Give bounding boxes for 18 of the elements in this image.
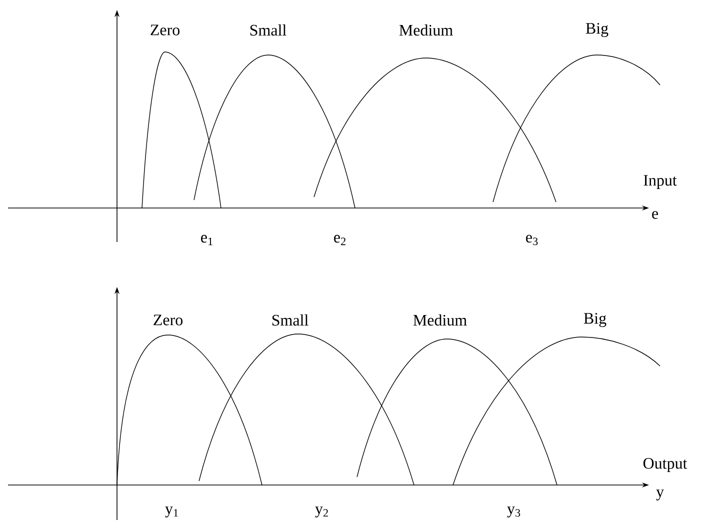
axis-label: Medium: [399, 24, 453, 36]
axis-label: Big: [584, 313, 606, 328]
axis-label: y$_{3}$: [507, 506, 520, 518]
axis-label: e$_{1}$: [201, 234, 212, 246]
axis-label: e: [652, 211, 658, 219]
axis-label: y$_{2}$: [315, 506, 328, 518]
axis-label: Small: [250, 24, 286, 36]
axis-label: Big: [586, 23, 608, 38]
axis-label: e$_{3}$: [526, 234, 538, 246]
axis-label: y: [656, 490, 664, 500]
axis-label: Input: [644, 175, 677, 189]
axis-label: Output: [643, 458, 688, 472]
axis-label: Zero: [150, 24, 180, 36]
axis-label: e$_{2}$: [334, 234, 346, 246]
axis-label: y$_{1}$: [165, 506, 178, 518]
axis-label: Small: [272, 314, 308, 326]
axis-label: Zero: [154, 314, 182, 326]
axis-label: Medium: [413, 314, 467, 326]
